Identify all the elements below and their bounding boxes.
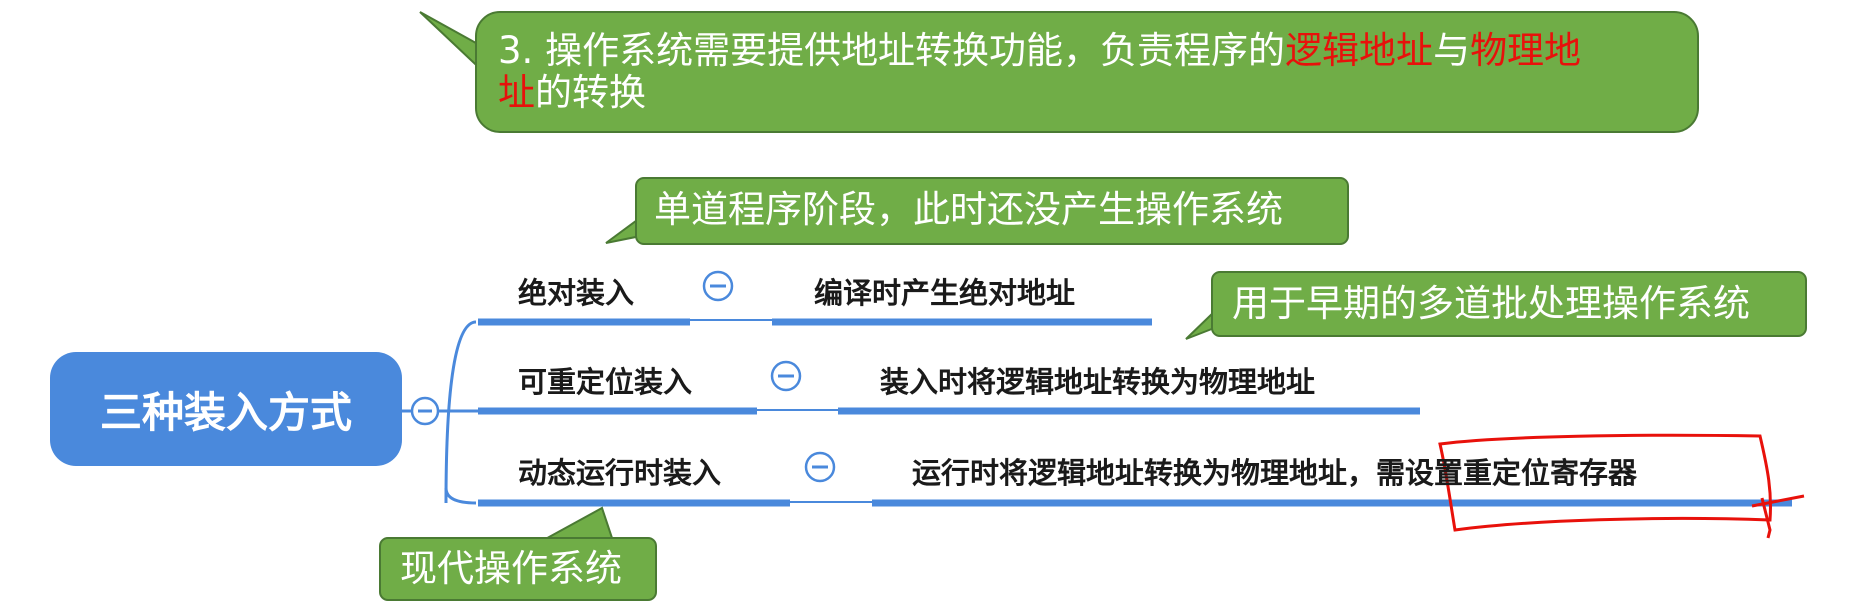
logical-address-highlight: 逻辑地址 <box>1285 29 1434 72</box>
physical-address-highlight: 物理地 <box>1470 29 1582 72</box>
red-annotation-box <box>1438 433 1772 532</box>
dynamic-note-pointer <box>539 506 614 543</box>
branch-connector <box>444 320 477 504</box>
desc-dynamic-highlight: 需设置重定位寄存器 <box>1376 456 1638 490</box>
relocatable-note-text: 用于早期的多道批处理操作系统 <box>1232 282 1750 325</box>
root-collapse-icon[interactable] <box>410 396 440 426</box>
collapse-absolute-icon[interactable] <box>702 270 734 302</box>
dynamic-note-text: 现代操作系统 <box>400 547 622 590</box>
top-callout-text: 3. 操作系统需要提供地址转换功能，负责程序的逻辑地址与物理地址的转换 <box>498 30 1678 114</box>
branch-label-relocatable: 可重定位装入 <box>518 365 693 399</box>
absolute-note-text: 单道程序阶段，此时还没产生操作系统 <box>654 188 1283 231</box>
desc-dynamic: 运行时将逻辑地址转换为物理地址，需设置重定位寄存器 <box>912 450 1637 492</box>
top-callout-text-part: 与 <box>1433 29 1471 72</box>
top-callout-text-part: 的转换 <box>535 71 646 114</box>
root-node <box>50 352 402 466</box>
red-annotation-tick <box>1751 494 1805 539</box>
branch-label-dynamic: 动态运行时装入 <box>518 456 722 490</box>
collapse-dynamic-icon[interactable] <box>804 451 836 483</box>
relocatable-note-box <box>1211 271 1807 337</box>
desc-relocatable: 装入时将逻辑地址转换为物理地址 <box>880 365 1316 399</box>
collapse-relocatable-icon[interactable] <box>770 360 802 392</box>
desc-dynamic-main: 运行时将逻辑地址转换为物理地址， <box>912 456 1377 490</box>
desc-absolute: 编译时产生绝对地址 <box>814 276 1076 310</box>
branch-label-absolute: 绝对装入 <box>518 276 635 310</box>
physical-address-highlight-cont: 址 <box>498 71 535 114</box>
dynamic-note-box <box>379 537 657 601</box>
root-label: 三种装入方式 <box>99 387 352 437</box>
absolute-note-box <box>635 177 1349 245</box>
top-callout-text-part: 3. 操作系统需要提供地址转换功能，负责程序的 <box>498 29 1286 72</box>
top-callout-box <box>475 11 1699 133</box>
